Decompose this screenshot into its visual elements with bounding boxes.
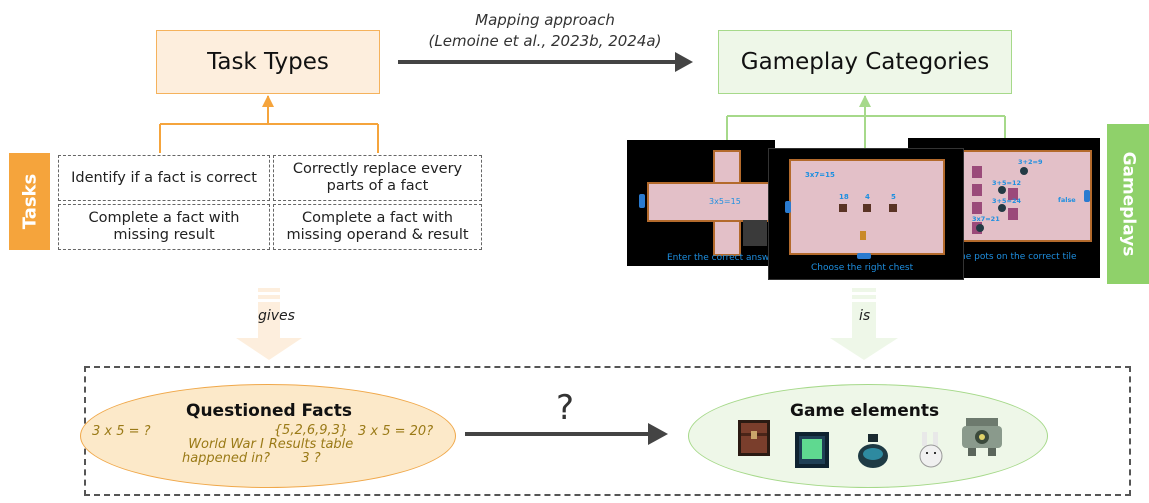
robot-icon (962, 418, 1002, 456)
teleporter-tile-icon (795, 432, 829, 468)
gameplay-1-caption: Enter the correct answ (667, 253, 770, 263)
tasks-tab-label: Tasks (19, 173, 41, 230)
tasks-tab: Tasks (9, 153, 50, 250)
fact-line: Results table (268, 437, 354, 452)
task-line: missing operand & result (286, 227, 469, 243)
pot-equation: 3+5=12 (992, 179, 1021, 187)
false-word: false (1058, 196, 1076, 204)
chest-number: 18 (839, 193, 849, 201)
door-icon (857, 253, 871, 259)
is-arrow (830, 288, 898, 360)
pot-equation: 3+2=9 (1018, 158, 1043, 166)
fact-world-war: World War I happened in? (176, 438, 276, 466)
pot-icon (998, 204, 1006, 212)
gameplay-categories-box: Gameplay Categories (718, 30, 1012, 94)
gameplay-screenshot-1: 3x5=15 Enter the correct answ (627, 140, 775, 266)
chest-icon (889, 204, 897, 212)
gameplay-3-caption: he pots on the correct tile (960, 252, 1077, 262)
gives-label: gives (258, 308, 295, 324)
chest-number: 4 (865, 193, 870, 201)
chest-icon (839, 204, 847, 212)
chest-number: 5 (891, 193, 896, 201)
gives-arrow (236, 288, 302, 360)
questioned-facts-ellipse (80, 384, 456, 488)
question-arrow-head (648, 423, 668, 445)
gameplay-2-caption: Choose the right chest (811, 263, 914, 273)
fact-results-table: {5,2,6,9,3} Results table 3 ? (266, 424, 356, 466)
mapping-arrow-head (675, 52, 693, 72)
door-icon (785, 201, 791, 213)
tile (972, 166, 982, 178)
fact-line: World War I (188, 437, 264, 452)
fact-line: 3 ? (301, 451, 321, 466)
gameplay-categories-label: Gameplay Categories (740, 49, 990, 75)
question-mark: ? (556, 388, 575, 428)
pot-equation: 3+5=24 (992, 197, 1021, 205)
dark-tile (743, 220, 767, 246)
task-line: parts of a fact (326, 178, 429, 194)
door-icon (1084, 190, 1090, 202)
tile (1008, 208, 1018, 220)
rabbit-icon (919, 432, 943, 468)
gameplays-tab: Gameplays (1107, 124, 1149, 284)
questioned-facts-title: Questioned Facts (186, 401, 352, 421)
chest-icon (863, 204, 871, 212)
gameplay-2-equation: 3x7=15 (805, 171, 835, 179)
task-identify-fact: Identify if a fact is correct (58, 155, 270, 201)
task-line: missing result (113, 227, 215, 243)
pot-icon (858, 434, 888, 468)
gameplay-screenshot-2: 3x7=15 18 4 5 Choose the right chest (768, 148, 964, 280)
cross-horizontal (647, 182, 775, 222)
fact-3x5-20: 3 x 5 = 20? (358, 424, 434, 439)
player-icon (860, 231, 866, 240)
mapping-line2: (Lemoine et al., 2023b, 2024a) (428, 32, 662, 50)
tile (972, 184, 982, 196)
task-line: Complete a fact with (88, 210, 240, 226)
task-types-box: Task Types (156, 30, 380, 94)
tile (1008, 188, 1018, 200)
chest-icon (738, 420, 770, 456)
fact-line: happened in? (181, 451, 271, 466)
task-tree-arrow (262, 95, 274, 107)
pot-icon (1020, 167, 1028, 175)
fact-3x5: 3 x 5 = ? (92, 424, 151, 439)
pot-icon (998, 186, 1006, 194)
cross-center (715, 186, 739, 218)
game-elements-title: Game elements (790, 401, 940, 421)
is-label: is (859, 308, 871, 324)
gameplays-tab-label: Gameplays (1118, 151, 1139, 257)
gameplay-1-equation: 3x5=15 (709, 197, 741, 206)
task-line: Correctly replace every (292, 161, 463, 177)
mapping-line1: Mapping approach (475, 11, 615, 29)
task-line: Identify if a fact is correct (71, 169, 257, 186)
game-tree-arrow (859, 95, 871, 107)
mapping-approach-label: Mapping approach (Lemoine et al., 2023b,… (405, 10, 685, 52)
pot-icon (976, 224, 984, 232)
door-icon (639, 194, 645, 208)
pot-equation: 3x7=21 (972, 215, 1000, 223)
tile (972, 202, 982, 214)
fact-line: {5,2,6,9,3} (273, 423, 349, 438)
task-line: Complete a fact with (301, 210, 453, 226)
task-types-label: Task Types (207, 49, 329, 75)
